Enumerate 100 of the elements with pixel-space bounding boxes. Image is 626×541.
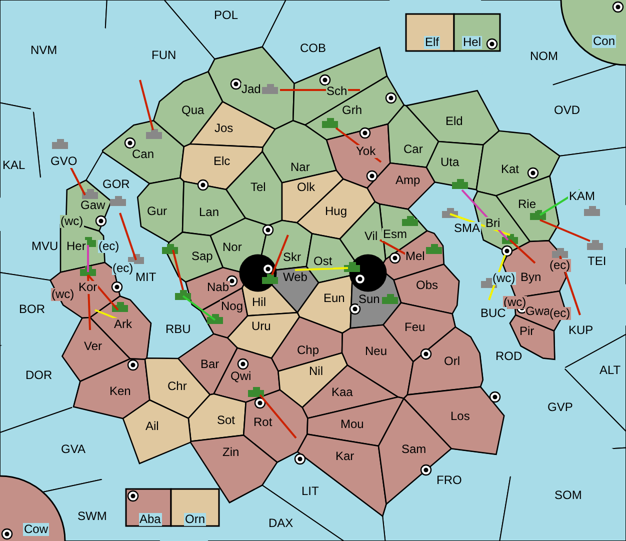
- coast-tag: (wc): [50, 288, 76, 301]
- territory-name: Byn: [520, 271, 542, 284]
- sea-name: NOM: [529, 50, 559, 63]
- territory-name: Mou: [340, 418, 365, 431]
- sea-name: KAM: [568, 190, 596, 203]
- sea-name: GVA: [60, 443, 86, 456]
- coast-tag: (ec): [548, 307, 572, 320]
- sea-name: GVP: [546, 401, 574, 414]
- territory-name: Kat: [500, 163, 520, 176]
- territory-name: Feu: [404, 321, 426, 334]
- territory-name: Hil: [251, 296, 267, 309]
- coast-tag: (wc): [492, 272, 516, 285]
- territory-name: Neu: [364, 345, 388, 358]
- territory-name: Can: [131, 148, 156, 161]
- territory-name: Pir: [518, 325, 536, 338]
- territory-name: Gur: [146, 205, 168, 218]
- territory-name: Vil: [364, 230, 379, 243]
- territory-name: Grh: [341, 104, 364, 117]
- territory-name: Nab: [206, 281, 230, 294]
- territory-name: Elc: [212, 155, 232, 168]
- sea-name: DOR: [24, 369, 54, 382]
- territory-name: Qwi: [230, 370, 252, 383]
- territory-name: Olk: [296, 181, 316, 194]
- sea-name: SMA: [453, 222, 482, 235]
- sea-name: SWM: [76, 510, 108, 523]
- sea-name: ALT: [598, 364, 622, 377]
- territory-name: Obs: [415, 279, 440, 292]
- territory-name: Bri: [484, 217, 502, 230]
- territory-name: Con: [592, 35, 616, 48]
- territory-name: Web: [282, 271, 308, 284]
- territory-name: Mel: [404, 250, 426, 263]
- sea-name: BOR: [18, 303, 46, 316]
- territory-name: Nil: [308, 365, 324, 378]
- territory-name: Orl: [443, 355, 461, 368]
- territory-name: Chr: [166, 380, 188, 393]
- sea-name: FRO: [436, 474, 463, 487]
- territory-name: Cow: [23, 523, 50, 536]
- territory-name: Lan: [198, 206, 220, 219]
- coast-tag: (wc): [60, 215, 84, 228]
- sea-name: KAL: [2, 159, 26, 172]
- sea-name: KUP: [568, 324, 594, 337]
- territory-name: Skr: [282, 251, 302, 264]
- territory-name: Los: [450, 410, 471, 423]
- territory-name: Sot: [216, 414, 236, 427]
- territory-name: Sch: [326, 85, 348, 98]
- territory-name: Car: [402, 143, 424, 156]
- territory-name: Her: [66, 240, 87, 253]
- sea-name: RBU: [164, 323, 192, 336]
- territory-name: Kaa: [330, 386, 354, 399]
- territory-name: Aba: [138, 513, 162, 526]
- territory-name: Hug: [324, 205, 348, 218]
- territory-name: Ark: [113, 318, 133, 331]
- territory-name: Gaw: [80, 199, 106, 212]
- sea-name: MIT: [134, 271, 158, 284]
- territory-name: Nog: [220, 300, 244, 313]
- sea-name: COB: [299, 42, 328, 55]
- territory-name: Ost: [312, 255, 334, 268]
- territory-name: Elf: [424, 36, 440, 49]
- sea-name: LIT: [300, 485, 320, 498]
- territory-name: Ver: [83, 340, 104, 353]
- territory-name: Yok: [355, 145, 377, 158]
- coast-tag: (ec): [98, 240, 120, 253]
- territory-name: Uru: [250, 320, 272, 333]
- territory-name: Kar: [334, 450, 356, 463]
- sea-name: BUC: [480, 307, 507, 320]
- territory-name: Tel: [250, 181, 267, 194]
- sea-name: DAX: [268, 517, 294, 530]
- territory-name: Jad: [240, 83, 262, 96]
- sea-name: GOR: [102, 178, 131, 191]
- sea-name: ROD: [494, 350, 524, 363]
- coast-tag: (wc): [502, 296, 528, 309]
- sea-name: SOM: [554, 489, 583, 502]
- sea-name: TEI: [586, 255, 608, 268]
- sea-name: OVD: [553, 104, 582, 117]
- territory-name: Gwa: [524, 305, 552, 318]
- territory-name: Nar: [290, 161, 311, 174]
- sea-name: GVO: [50, 155, 78, 168]
- territory-name: Ail: [144, 420, 160, 433]
- territory-name: Sun: [358, 293, 381, 306]
- territory-name: Chp: [296, 344, 320, 357]
- territory-name: Kor: [78, 281, 98, 294]
- territory-name: Bar: [200, 358, 220, 371]
- territory-name: Zin: [222, 446, 240, 459]
- territory-name: Eld: [444, 115, 464, 128]
- sea-name: FUN: [150, 49, 178, 62]
- territory-name: Amp: [394, 174, 422, 187]
- territory-name: Jos: [214, 122, 234, 135]
- sea-name: MVU: [30, 240, 60, 253]
- territory-name: Esm: [382, 228, 408, 241]
- sea-name: POL: [213, 9, 240, 22]
- territory-name: Uta: [440, 156, 460, 169]
- territory-name: Qua: [180, 104, 206, 117]
- coast-tag: (ec): [112, 262, 134, 275]
- territory-name: Sap: [190, 250, 214, 263]
- territory-name: Eun: [322, 292, 346, 305]
- territory-name: Ken: [108, 385, 132, 398]
- territory-name: Rie: [517, 198, 538, 211]
- territory-name: Hel: [462, 36, 482, 49]
- territory-name: Nor: [222, 241, 243, 254]
- territory-name: Orn: [184, 513, 206, 526]
